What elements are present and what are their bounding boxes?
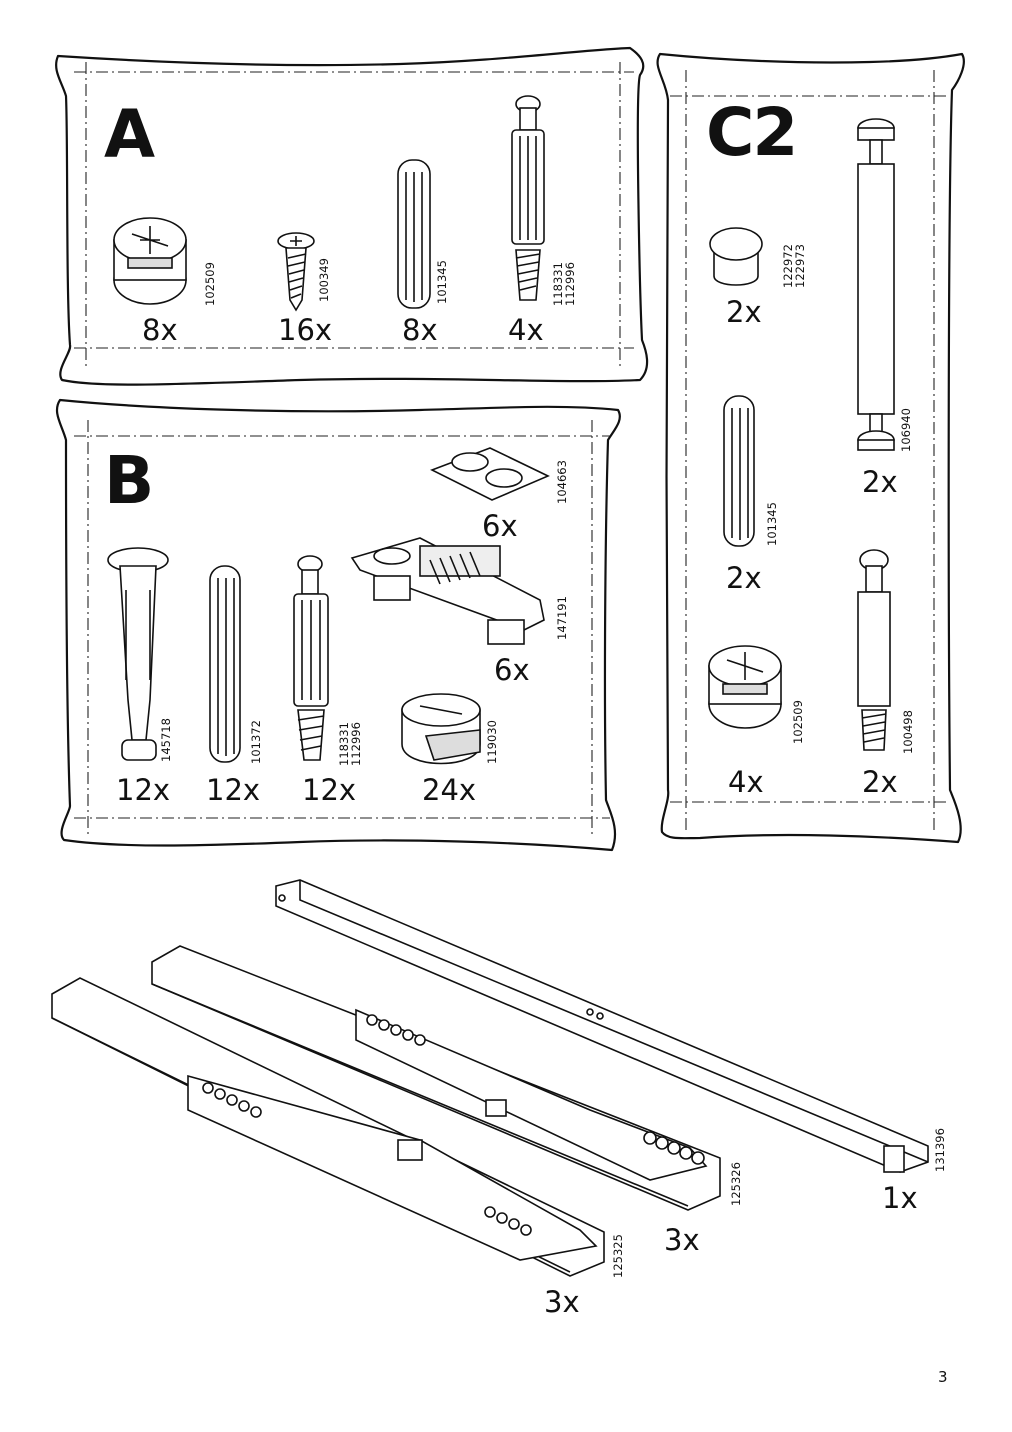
cap-icon bbox=[709, 227, 763, 286]
part-number: 102509 bbox=[791, 700, 805, 744]
screw-icon bbox=[277, 232, 315, 312]
drawer-runner-icon bbox=[51, 977, 605, 1277]
cam-lock-nut-icon bbox=[401, 693, 481, 765]
wooden-dowel-icon bbox=[723, 395, 755, 547]
part-number: 106940 bbox=[899, 408, 913, 452]
bag-b-label: B bbox=[104, 442, 154, 519]
page-number: 3 bbox=[938, 1368, 948, 1386]
drawer-runner-icon bbox=[151, 945, 721, 1211]
qty-label: 24x bbox=[422, 773, 477, 807]
part-number: 104663 bbox=[555, 460, 569, 504]
qty-label: 1x bbox=[882, 1181, 918, 1215]
qty-label: 8x bbox=[142, 313, 178, 347]
wooden-dowel-icon bbox=[209, 565, 241, 763]
qty-label: 6x bbox=[482, 509, 518, 543]
bag-a-outline bbox=[55, 46, 649, 386]
part-number: 125325 bbox=[611, 1234, 625, 1278]
wooden-dowel-icon bbox=[397, 159, 431, 309]
qty-label: 8x bbox=[402, 313, 438, 347]
drawer-catch-icon bbox=[350, 537, 545, 645]
qty-label: 12x bbox=[116, 773, 171, 807]
qty-label: 6x bbox=[494, 653, 530, 687]
part-number: 131396 bbox=[933, 1128, 947, 1172]
bag-c2-label: C2 bbox=[706, 94, 798, 171]
bag-a-label: A bbox=[104, 96, 155, 173]
expansion-anchor-icon bbox=[107, 547, 169, 761]
part-number: 102509 bbox=[203, 262, 217, 306]
qty-label: 2x bbox=[726, 295, 762, 329]
part-number: 145718 bbox=[159, 718, 173, 762]
qty-label: 2x bbox=[862, 765, 898, 799]
cam-lock-nut-icon bbox=[113, 217, 187, 305]
connector-bolt-icon bbox=[857, 118, 895, 451]
part-number: 101345 bbox=[435, 260, 449, 304]
cam-bolt-icon bbox=[511, 95, 545, 301]
bag-b-outline bbox=[55, 398, 621, 852]
bag-c2-parts bbox=[708, 118, 895, 751]
qty-label: 2x bbox=[726, 561, 762, 595]
part-number: 119030 bbox=[485, 720, 499, 764]
part-number: 100498 bbox=[901, 710, 915, 754]
part-number: 125326 bbox=[729, 1162, 743, 1206]
qty-label: 3x bbox=[664, 1223, 700, 1257]
qty-label: 12x bbox=[206, 773, 261, 807]
qty-label: 12x bbox=[302, 773, 357, 807]
part-number: 100349 bbox=[317, 258, 331, 302]
qty-label: 4x bbox=[728, 765, 764, 799]
rail-bar-icon bbox=[275, 879, 929, 1173]
part-number: 101372 bbox=[249, 720, 263, 764]
cam-bolt-icon bbox=[293, 555, 329, 761]
qty-label: 2x bbox=[862, 465, 898, 499]
qty-label: 3x bbox=[544, 1285, 580, 1319]
part-number: 101345 bbox=[765, 502, 779, 546]
adhesive-bumper-pads-icon bbox=[430, 447, 550, 501]
cam-lock-nut-icon bbox=[708, 645, 782, 729]
bag-a-parts bbox=[113, 95, 545, 312]
qty-label: 16x bbox=[278, 313, 333, 347]
bag-b-parts bbox=[107, 447, 550, 765]
rails-illustration bbox=[51, 879, 929, 1277]
qty-label: 4x bbox=[508, 313, 544, 347]
cam-bolt-icon bbox=[857, 549, 891, 751]
part-number: 147191 bbox=[555, 596, 569, 640]
bag-c2-outline bbox=[656, 52, 965, 844]
